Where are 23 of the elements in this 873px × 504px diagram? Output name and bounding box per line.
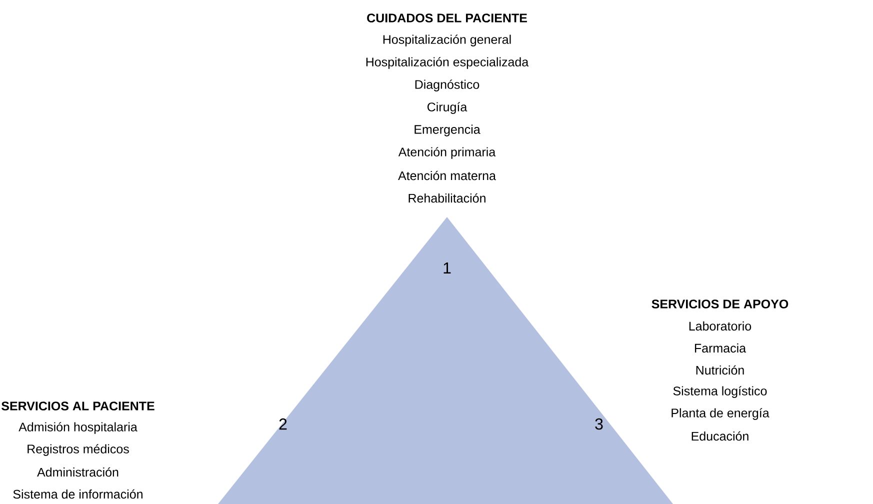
- list-item: Planta de energía: [672, 408, 770, 420]
- list-item: Laboratorio: [689, 321, 752, 331]
- section-heading: SERVICIOS AL PACIENTE: [2, 402, 154, 410]
- corner-number: 1: [444, 262, 451, 274]
- list-item: Farmacia: [694, 343, 746, 353]
- list-item: Admisión hospitalaria: [18, 422, 138, 434]
- list-item: Administración: [37, 467, 118, 477]
- corner-number: 2: [279, 418, 287, 430]
- list-item: Sistema de información: [13, 489, 142, 499]
- list-item: Nutrición: [696, 365, 744, 375]
- list-item: Registros médicos: [28, 444, 129, 456]
- list-item: Rehabilitación: [408, 193, 486, 203]
- section-heading: SERVICIOS DE APOYO: [652, 300, 788, 308]
- list-item: Hospitalización general: [383, 34, 511, 46]
- list-item: Atención materna: [398, 170, 496, 180]
- list-item: Educación: [692, 431, 748, 441]
- list-item: Emergencia: [414, 124, 480, 136]
- section-heading: CUIDADOS DEL PACIENTE: [367, 14, 527, 22]
- corner-number: 3: [595, 418, 603, 430]
- list-item: Diagnóstico: [415, 80, 480, 92]
- list-item: Cirugía: [427, 102, 468, 114]
- list-item: Hospitalización especializada: [366, 57, 529, 69]
- list-item: Atención primaria: [398, 147, 496, 159]
